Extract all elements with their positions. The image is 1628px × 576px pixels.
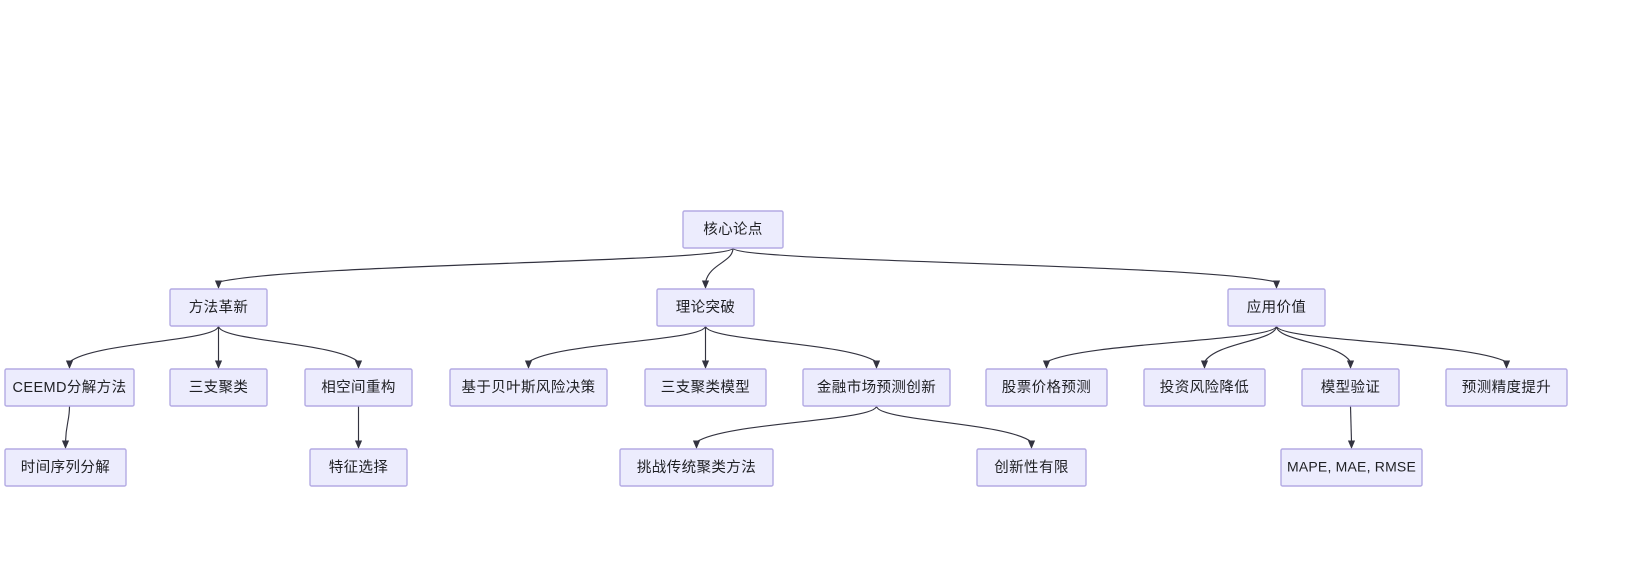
node-box[interactable] [4, 368, 135, 407]
node-box[interactable] [304, 368, 413, 407]
node-l2f[interactable]: 金融市场预测创新 [802, 368, 951, 407]
node-label: 相空间重构 [321, 379, 396, 396]
edge-root-to-l1c [732, 247, 1277, 283]
arrowhead-icon [701, 280, 710, 289]
node-l3a[interactable]: 时间序列分解 [4, 448, 127, 487]
node-box[interactable] [1280, 448, 1423, 487]
arrowhead-icon [1346, 360, 1355, 369]
node-l1b[interactable]: 理论突破 [656, 288, 755, 327]
arrowhead-icon [354, 440, 363, 449]
node-label: 理论突破 [676, 299, 736, 316]
edge-l2f-to-l3c [696, 405, 878, 443]
edge-l1a-to-l2c [217, 325, 359, 363]
node-label: 应用价值 [1247, 298, 1307, 316]
arrowhead-icon [701, 360, 710, 369]
arrowhead-icon [1272, 280, 1281, 289]
arrowhead-icon [214, 280, 223, 289]
node-box[interactable] [619, 448, 774, 487]
edge-l2f-to-l3d [875, 405, 1032, 443]
arrowhead-icon [1042, 360, 1051, 369]
node-box[interactable] [1227, 288, 1326, 327]
node-box[interactable] [976, 448, 1087, 487]
node-box[interactable] [4, 448, 127, 487]
edge-l1c-to-l2g [1046, 325, 1278, 363]
node-label: MAPE, MAE, RMSE [1287, 459, 1416, 475]
arrowhead-icon [692, 440, 701, 449]
node-label: CEEMD分解方法 [13, 379, 127, 396]
node-l2c[interactable]: 相空间重构 [304, 368, 413, 407]
node-l3d[interactable]: 创新性有限 [976, 448, 1087, 487]
edge-l2a-to-l3a [64, 405, 71, 443]
arrowhead-icon [65, 360, 74, 369]
node-l2a[interactable]: CEEMD分解方法 [4, 368, 135, 407]
node-l2d[interactable]: 基于贝叶斯风险决策 [449, 368, 608, 407]
node-label: 方法革新 [189, 299, 249, 316]
arrowhead-icon [354, 360, 363, 369]
node-l2e[interactable]: 三支聚类模型 [644, 368, 767, 407]
arrowhead-icon [1347, 440, 1356, 449]
node-l3b[interactable]: 特征选择 [309, 448, 408, 487]
node-box[interactable] [682, 210, 784, 249]
node-box[interactable] [309, 448, 408, 487]
node-root[interactable]: 核心论点 [682, 210, 784, 249]
node-label: 三支聚类 [189, 379, 249, 396]
node-box[interactable] [449, 368, 608, 407]
node-box[interactable] [1143, 368, 1266, 407]
node-l1c[interactable]: 应用价值 [1227, 288, 1326, 327]
node-box[interactable] [1301, 368, 1400, 407]
node-l1a[interactable]: 方法革新 [169, 288, 268, 327]
node-l2b[interactable]: 三支聚类 [169, 368, 268, 407]
node-l2h[interactable]: 投资风险降低 [1143, 368, 1266, 407]
node-label: 股票价格预测 [1002, 379, 1091, 396]
edges-layer [61, 247, 1511, 449]
node-box[interactable] [656, 288, 755, 327]
node-l3c[interactable]: 挑战传统聚类方法 [619, 448, 774, 487]
node-label: 金融市场预测创新 [817, 379, 936, 396]
node-box[interactable] [169, 288, 268, 327]
edge-root-to-l1a [218, 247, 734, 283]
node-l2i[interactable]: 模型验证 [1301, 368, 1400, 407]
node-box[interactable] [169, 368, 268, 407]
arrowhead-icon [1027, 440, 1036, 449]
edge-l1b-to-l2f [704, 325, 877, 363]
node-label: 模型验证 [1321, 379, 1381, 396]
node-l2g[interactable]: 股票价格预测 [985, 368, 1108, 407]
arrowhead-icon [61, 440, 70, 449]
arrowhead-icon [214, 360, 223, 369]
edge-l2i-to-l3e [1349, 405, 1353, 443]
edge-l1c-to-l2h [1204, 325, 1278, 363]
node-box[interactable] [802, 368, 951, 407]
arrowhead-icon [1200, 360, 1209, 369]
node-label: 挑战传统聚类方法 [637, 459, 756, 476]
edge-l1a-to-l2a [69, 325, 220, 363]
node-label: 创新性有限 [994, 459, 1069, 476]
node-label: 三支聚类模型 [661, 379, 750, 396]
node-box[interactable] [985, 368, 1108, 407]
arrowhead-icon [872, 360, 881, 369]
node-box[interactable] [1445, 368, 1568, 407]
node-label: 基于贝叶斯风险决策 [461, 379, 595, 396]
node-label: 预测精度提升 [1462, 379, 1551, 396]
edge-l1c-to-l2j [1275, 325, 1507, 363]
arrowhead-icon [524, 360, 533, 369]
edge-l1b-to-l2d [528, 325, 707, 363]
node-label: 时间序列分解 [21, 459, 110, 476]
edge-l1c-to-l2i [1275, 325, 1351, 363]
node-label: 投资风险降低 [1160, 379, 1249, 396]
node-box[interactable] [644, 368, 767, 407]
node-l3e[interactable]: MAPE, MAE, RMSE [1280, 448, 1423, 487]
node-label: 特征选择 [329, 459, 389, 476]
node-l2j[interactable]: 预测精度提升 [1445, 368, 1568, 407]
edge-root-to-l1b [704, 247, 734, 283]
arrowhead-icon [1502, 360, 1511, 369]
node-label: 核心论点 [703, 221, 763, 238]
